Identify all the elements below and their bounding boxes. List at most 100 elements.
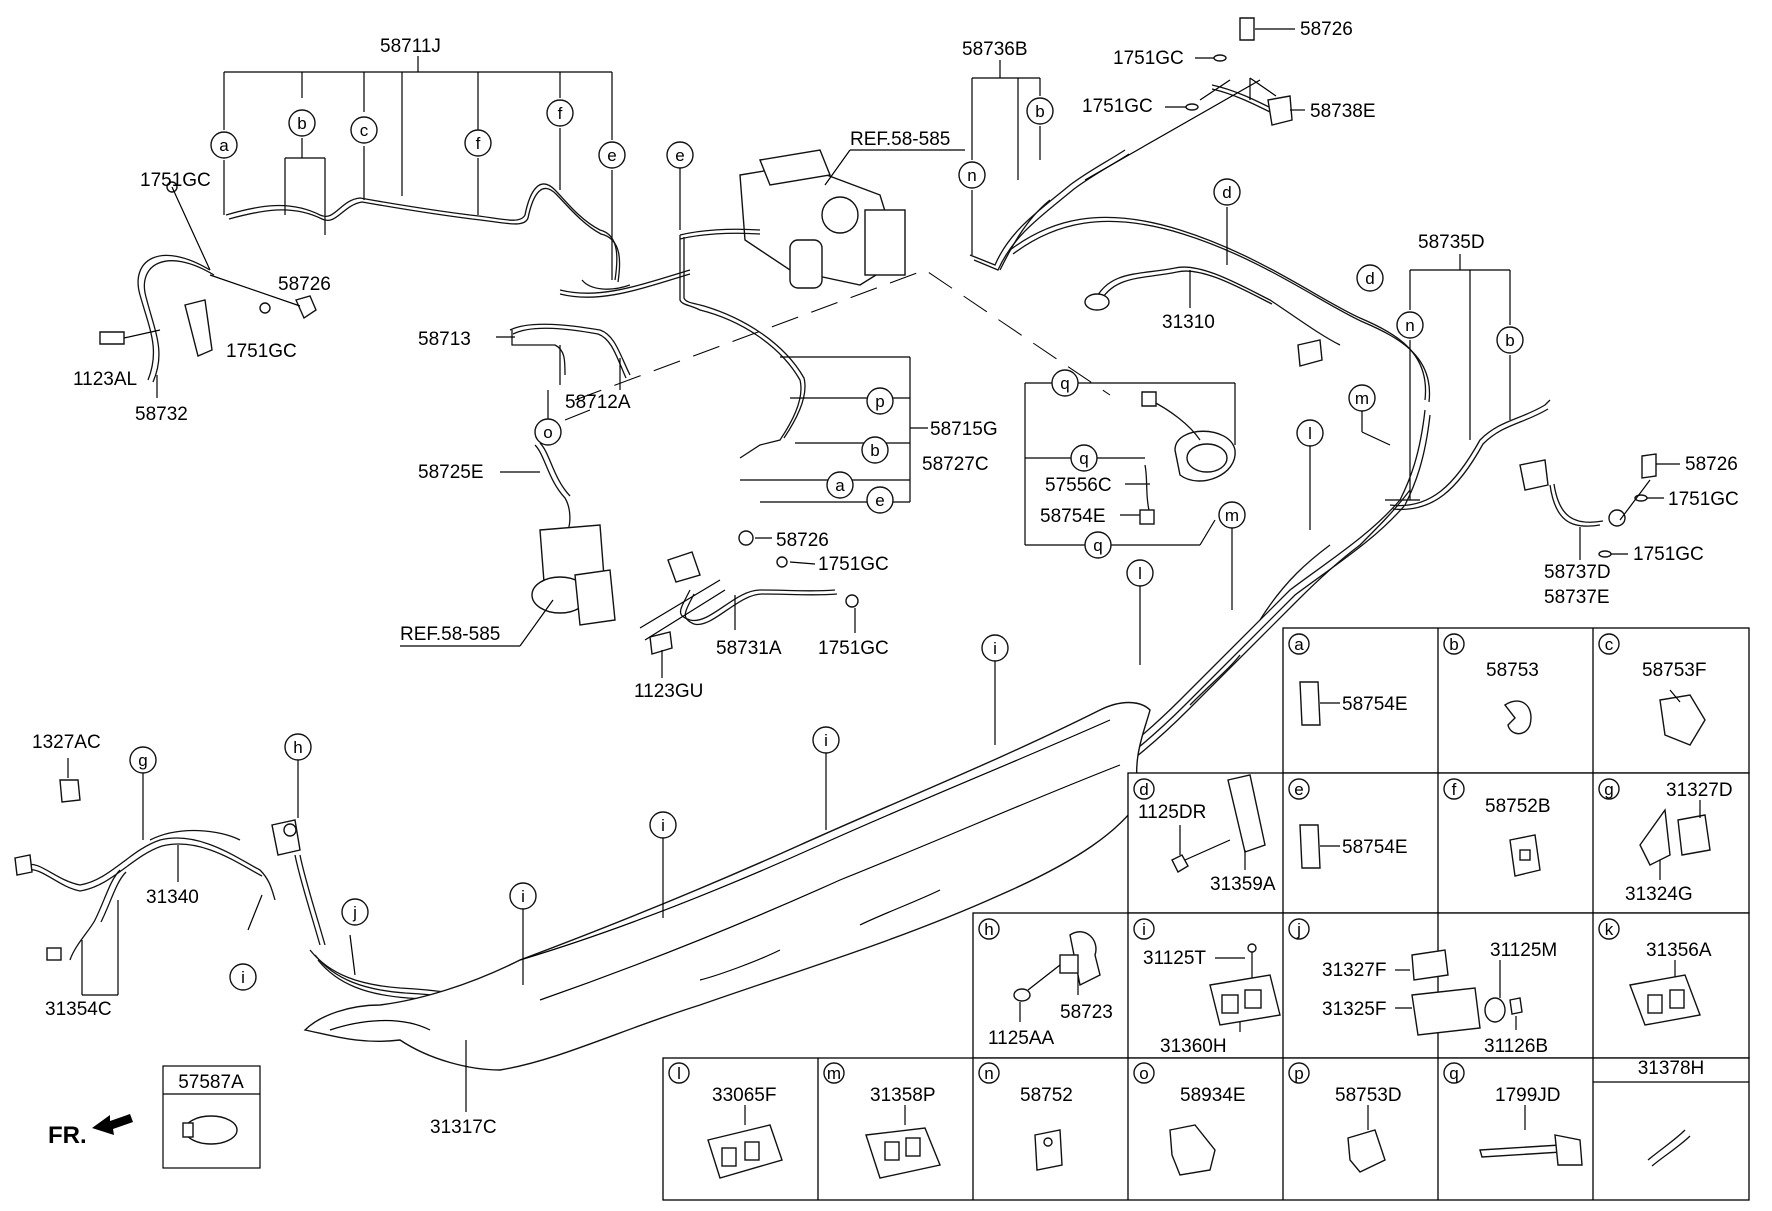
label-1751GC: 1751GC — [1668, 489, 1739, 510]
legend-cell-31378H: 31378H — [1638, 1058, 1705, 1167]
svg-text:31359A: 31359A — [1210, 874, 1276, 895]
hecu-module-area: REF.58-585 58713 58712A 58725E REF.58-58… — [400, 129, 1111, 647]
main-lines-and-sill: 31317C — [303, 409, 1431, 1138]
svg-text:d: d — [1139, 780, 1148, 799]
callout-g-circle: g — [129, 746, 157, 774]
svg-text:i: i — [661, 816, 665, 835]
svg-text:j: j — [1296, 920, 1301, 939]
callout-a-circle: a — [826, 471, 854, 499]
svg-text:l: l — [1308, 424, 1312, 443]
svg-text:58753F: 58753F — [1642, 660, 1706, 681]
callout-f-circle: f — [464, 129, 492, 157]
callout-i-circle: i — [229, 963, 257, 991]
legend-cell-o: o 58934E — [1133, 1062, 1246, 1176]
svg-text:31126B: 31126B — [1484, 1036, 1548, 1057]
callout-circles: a b c f f e e o p b a e n b d q q q d n … — [129, 97, 1524, 991]
callout-m-circle: m — [1218, 501, 1246, 529]
label-58715G: 58715G — [930, 419, 998, 440]
label-1123AL: 1123AL — [73, 369, 137, 390]
svg-text:p: p — [875, 392, 884, 411]
svg-text:e: e — [607, 146, 616, 165]
svg-text:p: p — [1294, 1064, 1303, 1083]
label-1751GC: 1751GC — [818, 638, 889, 659]
label-58737E: 58737E — [1544, 587, 1610, 608]
label-1751GC: 1751GC — [818, 554, 889, 575]
svg-text:q: q — [1060, 374, 1069, 393]
callout-o-circle: o — [534, 418, 562, 446]
legend-cell-a: a 58754E — [1288, 633, 1408, 726]
assembly-58715G: 58715G — [740, 356, 998, 503]
inset-57587A: 57587A — [162, 1065, 261, 1169]
svg-text:j: j — [352, 903, 357, 922]
svg-text:f: f — [1452, 780, 1457, 799]
assembly-58727C: 58727C 57556C 58754E — [922, 382, 1236, 546]
svg-text:f: f — [476, 134, 481, 153]
label-58726: 58726 — [1300, 19, 1353, 40]
label-31317C: 31317C — [430, 1117, 497, 1138]
svg-text:31125M: 31125M — [1490, 940, 1557, 961]
callout-p-circle: p — [866, 387, 894, 415]
svg-text:n: n — [967, 166, 976, 185]
label-58713: 58713 — [418, 329, 471, 350]
svg-text:o: o — [543, 423, 552, 442]
svg-text:31125T: 31125T — [1143, 948, 1206, 969]
svg-text:c: c — [1605, 635, 1614, 654]
svg-text:31327D: 31327D — [1666, 780, 1733, 801]
callout-e-circle: e — [598, 141, 626, 169]
svg-text:n: n — [1405, 316, 1414, 335]
callout-i-circle: i — [649, 811, 677, 839]
label-31354C: 31354C — [45, 999, 112, 1020]
label-58727C: 58727C — [922, 454, 989, 475]
legend-cell-g: g 31327D 31324G — [1598, 778, 1733, 905]
label-58725E: 58725E — [418, 462, 484, 483]
legend-cell-m: m 31358P — [823, 1062, 941, 1179]
callout-i-circle: i — [981, 634, 1009, 662]
callout-i-circle: i — [812, 726, 840, 754]
svg-text:58754E: 58754E — [1342, 694, 1408, 715]
label-1123GU: 1123GU — [634, 681, 703, 702]
svg-text:1799JD: 1799JD — [1495, 1085, 1561, 1106]
svg-text:1125DR: 1125DR — [1138, 802, 1206, 823]
callout-l-circle: l — [1296, 419, 1324, 447]
label-58737D: 58737D — [1544, 562, 1611, 583]
callout-a-circle: a — [210, 131, 238, 159]
label-58726: 58726 — [278, 274, 331, 295]
svg-text:q: q — [1093, 536, 1102, 555]
svg-text:58753D: 58753D — [1335, 1085, 1402, 1106]
callout-b-circle: b — [1026, 97, 1054, 125]
svg-text:33065F: 33065F — [712, 1085, 776, 1106]
svg-text:e: e — [1294, 780, 1303, 799]
label-58732: 58732 — [135, 404, 188, 425]
legend-cell-i: i 31125T 31360H — [1133, 918, 1281, 1057]
label-58711J: 58711J — [380, 36, 441, 57]
svg-text:n: n — [984, 1064, 993, 1083]
label-31340: 31340 — [146, 887, 199, 908]
callout-j-circle: j — [341, 898, 369, 926]
svg-text:a: a — [1294, 635, 1304, 654]
callout-m-circle: m — [1348, 384, 1376, 412]
callout-b-circle: b — [288, 109, 316, 137]
label-31310: 31310 — [1162, 312, 1215, 333]
svg-text:i: i — [241, 968, 245, 987]
svg-text:d: d — [1222, 183, 1231, 202]
svg-text:b: b — [1505, 331, 1514, 350]
svg-text:58934E: 58934E — [1180, 1085, 1246, 1106]
label-ref-58-585: REF.58-585 — [850, 129, 950, 150]
svg-text:a: a — [219, 136, 229, 155]
svg-text:1125AA: 1125AA — [988, 1028, 1055, 1049]
svg-text:58753: 58753 — [1486, 660, 1539, 681]
svg-text:i: i — [993, 639, 997, 658]
label-1751GC: 1751GC — [1633, 544, 1704, 565]
label-1751GC: 1751GC — [1082, 96, 1153, 117]
label-58736B: 58736B — [962, 39, 1028, 60]
label-1751GC: 1751GC — [1113, 48, 1184, 69]
svg-text:31378H: 31378H — [1638, 1058, 1705, 1079]
inset-part-number: 57587A — [178, 1072, 244, 1093]
svg-text:q: q — [1449, 1064, 1458, 1083]
callout-q-circle: q — [1070, 444, 1098, 472]
svg-text:58754E: 58754E — [1342, 837, 1408, 858]
legend-cell-l: l 33065F — [668, 1062, 783, 1179]
callout-e-circle: e — [666, 141, 694, 169]
legend-cell-h: h 58723 1125AA — [978, 918, 1113, 1049]
